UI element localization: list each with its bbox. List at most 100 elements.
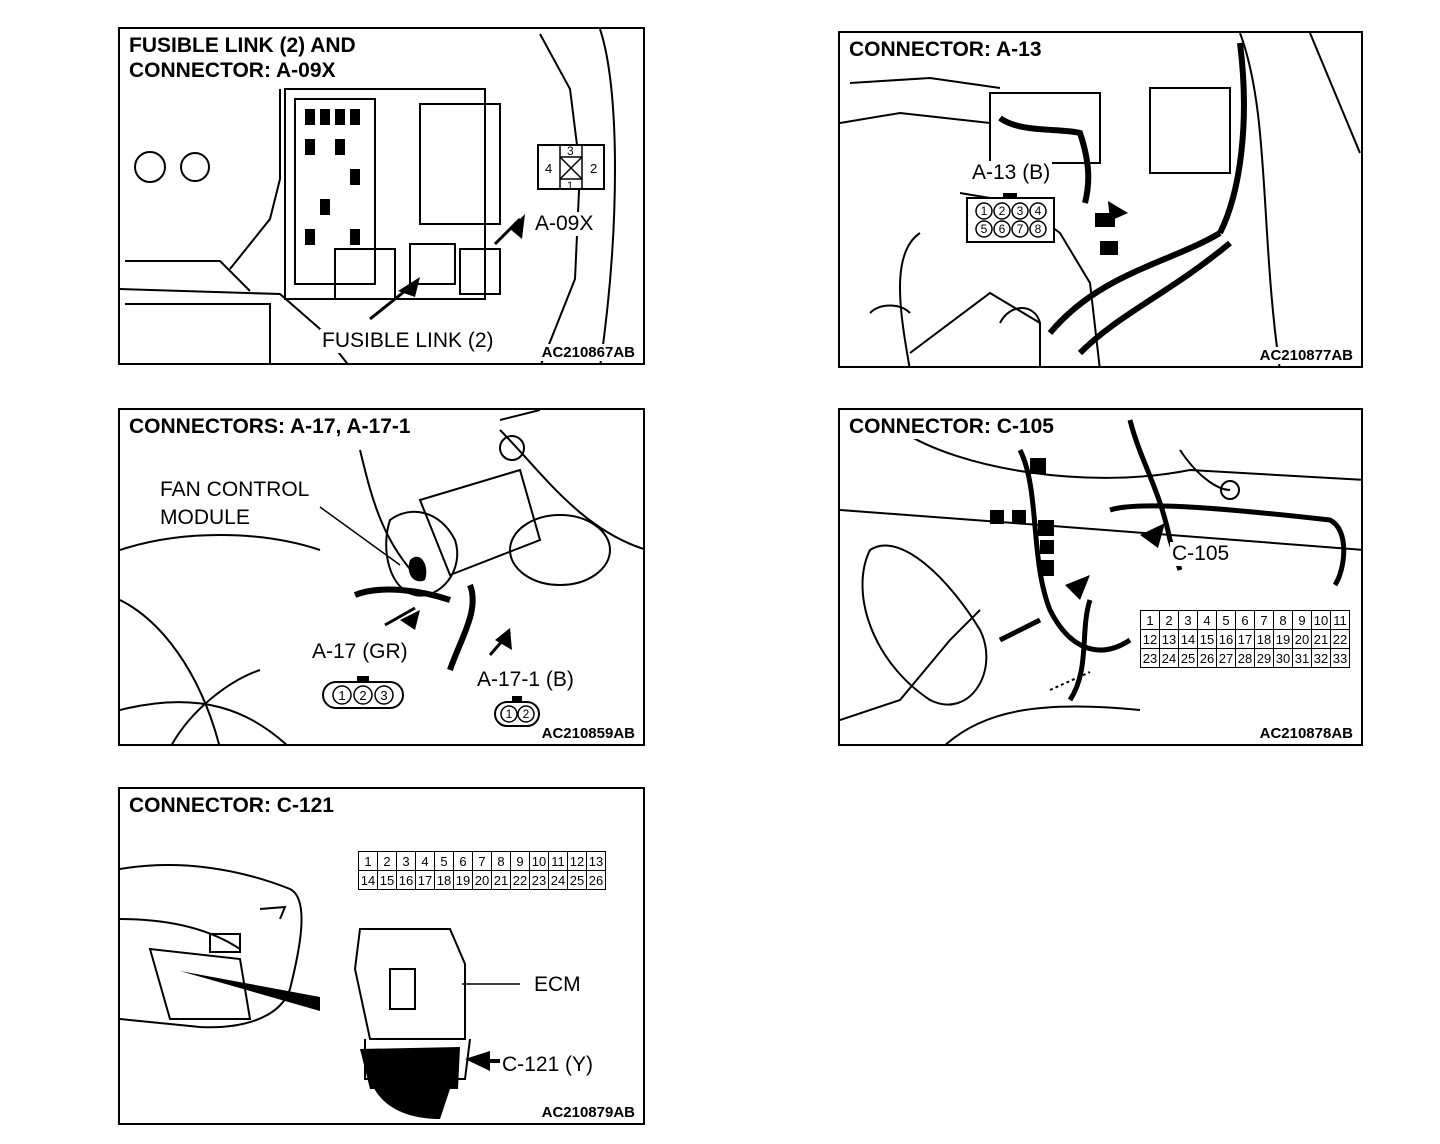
pin-cell: 21 [1311,629,1331,649]
pin-cell: 26 [1197,648,1217,668]
pin-cell: 18 [434,870,454,890]
pin-cell: 25 [567,870,587,890]
pin-cell: 15 [377,870,397,890]
pin-cell: 8 [491,851,511,871]
pin-cell: 1 [1140,610,1160,630]
pin-cell: 10 [1311,610,1331,630]
figure-code: AC210879AB [539,1104,637,1121]
pin-cell: 1 [358,851,378,871]
a17-1-pin: 2 [523,707,530,721]
panel-title: CONNECTOR: C-105 [846,414,1057,439]
panel-title: CONNECTORS: A-17, A-17-1 [126,414,414,439]
panel-fusible-link-a09x: 3 4 2 1 FUSIBLE LINK (2) AND CONNECTOR: … [118,27,645,365]
a17-pin: 2 [359,688,366,703]
fan-control-module-label: FAN CONTROL MODULE [158,476,312,532]
a17-pin-diagram: 1 2 3 [322,676,404,709]
pin-cell: 6 [453,851,473,871]
a09x-pin-diagram: 3 4 2 1 [537,144,605,192]
pin-cell: 18 [1254,629,1274,649]
harness-illustration: 1 2 3 4 5 6 7 8 [840,33,1361,366]
pin-cell: 27 [1216,648,1236,668]
a17-1-label: A-17-1 (B) [475,668,576,692]
pin-cell: 28 [1235,648,1255,668]
pin-cell: 16 [1216,629,1236,649]
figure-code: AC210877AB [1257,347,1355,364]
a17-1-pin-diagram: 1 2 [494,696,540,727]
c105-label: C-105 [1170,542,1232,566]
figure-code: AC210859AB [539,725,637,742]
pin-cell: 30 [1273,648,1293,668]
panel-title: FUSIBLE LINK (2) AND CONNECTOR: A-09X [126,33,359,83]
figure-code: AC210878AB [1257,725,1355,742]
fusible-link-label: FUSIBLE LINK (2) [320,329,496,353]
a17-label: A-17 (GR) [310,640,410,664]
pin-cell: 10 [529,851,549,871]
pin-cell: 12 [567,851,587,871]
pin-cell: 14 [1178,629,1198,649]
pin-cell: 3 [396,851,416,871]
pin-cell: 19 [453,870,473,890]
panel-connectors-a17: 1 2 3 1 2 CONNECTORS: A-17, A-17-1 FAN C… [118,408,645,746]
a17-pin: 3 [380,688,387,703]
pin-cell: 9 [510,851,530,871]
pin-cell: 24 [548,870,568,890]
a13-pin: 2 [999,204,1006,218]
pin-cell: 2 [377,851,397,871]
pin-cell: 4 [415,851,435,871]
pin-cell: 2 [1159,610,1179,630]
pin-cell: 16 [396,870,416,890]
pin-cell: 13 [1159,629,1179,649]
c121-label: C-121 (Y) [500,1053,596,1077]
panel-title: CONNECTOR: A-13 [846,37,1045,62]
pin-cell: 5 [434,851,454,871]
pin-cell: 23 [529,870,549,890]
pin-cell: 17 [415,870,435,890]
pin-cell: 22 [1330,629,1350,649]
pin-cell: 14 [358,870,378,890]
pin-cell: 20 [1292,629,1312,649]
a09x-pin-2: 2 [590,161,597,176]
pin-cell: 22 [510,870,530,890]
a17-pin: 1 [338,688,345,703]
a09x-pin-1: 1 [567,180,573,192]
a13-pin: 5 [981,222,988,236]
pin-cell: 21 [491,870,511,890]
floor-harness-illustration [840,419,1361,744]
a13-pin: 4 [1035,204,1042,218]
pin-cell: 9 [1292,610,1312,630]
a13-pin: 3 [1017,204,1024,218]
pin-cell: 20 [472,870,492,890]
pin-cell: 17 [1235,629,1255,649]
pin-cell: 6 [1235,610,1255,630]
pin-cell: 11 [1330,610,1350,630]
pin-cell: 24 [1159,648,1179,668]
pin-cell: 33 [1330,648,1350,668]
a13-pin: 6 [999,222,1006,236]
pin-cell: 19 [1273,629,1293,649]
a13-label: A-13 (B) [970,161,1053,185]
a09x-label: A-09X [533,212,596,236]
a09x-pin-4: 4 [545,161,552,176]
pin-cell: 15 [1197,629,1217,649]
a13-pin-diagram: 1 2 3 4 5 6 7 8 [966,193,1055,243]
pin-cell: 29 [1254,648,1274,668]
panel-title: CONNECTOR: C-121 [126,793,337,818]
pin-cell: 4 [1197,610,1217,630]
fan-module-illustration: 1 2 3 1 2 [120,410,643,744]
ecm-label: ECM [532,973,583,997]
pin-cell: 32 [1311,648,1331,668]
pin-cell: 25 [1178,648,1198,668]
pin-cell: 13 [586,851,606,871]
pin-cell: 8 [1273,610,1293,630]
pin-cell: 7 [472,851,492,871]
panel-connector-a13: 1 2 3 4 5 6 7 8 CONNECTOR: A-13 A-13 (B)… [838,31,1363,368]
